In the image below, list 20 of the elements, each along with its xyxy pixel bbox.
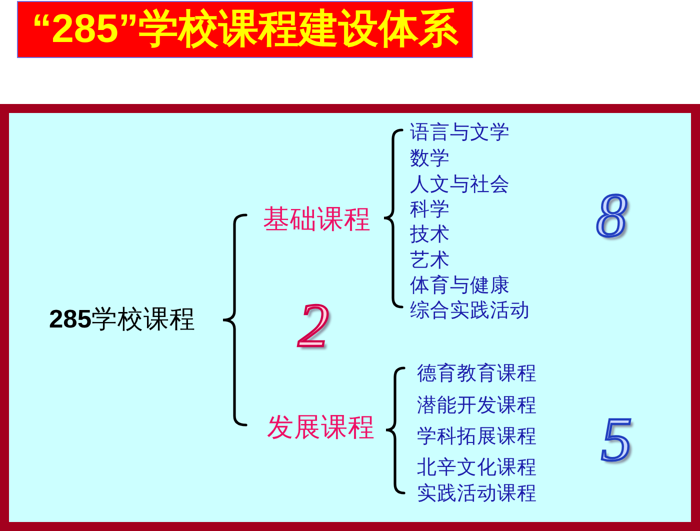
count-numeral: 5 (601, 409, 632, 471)
course-item: 北辛文化课程 (417, 457, 537, 477)
title-banner: “285”学校课程建设体系 (17, 1, 473, 58)
course-item: 语言与文学 (410, 122, 510, 142)
course-item: 实践活动课程 (417, 483, 537, 503)
course-item: 技术 (410, 224, 450, 244)
course-item: 数学 (410, 148, 450, 168)
course-item: 学科拓展课程 (417, 426, 537, 446)
branch-label: 发展课程 (267, 414, 375, 442)
count-numeral: 2 (298, 295, 329, 357)
course-item: 科学 (410, 199, 450, 219)
course-item: 艺术 (410, 250, 450, 270)
course-item: 综合实践活动 (410, 300, 530, 320)
count-numeral: 8 (596, 185, 627, 247)
course-item: 德育教育课程 (417, 363, 537, 383)
course-item: 体育与健康 (410, 275, 510, 295)
course-item: 人文与社会 (410, 174, 510, 194)
root-label: 285学校课程 (49, 307, 196, 333)
branch-label: 基础课程 (263, 206, 371, 234)
course-item: 潜能开发课程 (417, 395, 537, 415)
